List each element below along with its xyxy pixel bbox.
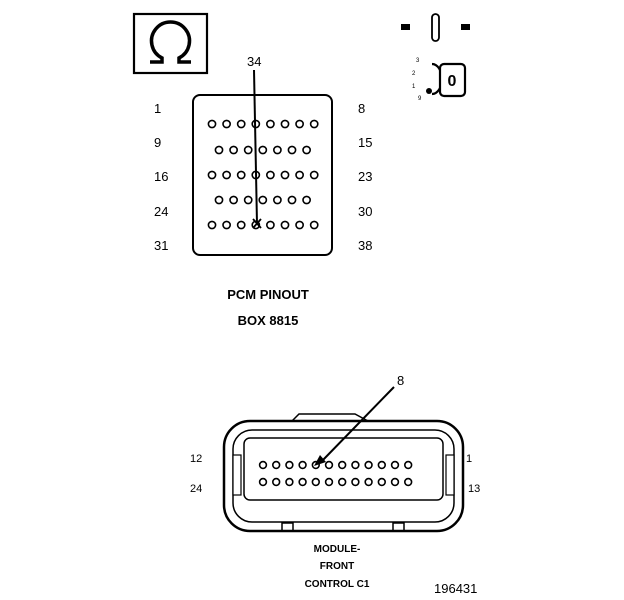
pcm-pin-29 [287, 195, 297, 205]
mfc-pin-2 [272, 460, 281, 470]
pcm-pin-35 [265, 220, 275, 230]
ignition-key-icon: 0 [431, 62, 467, 98]
pcm-pin-30 [302, 195, 311, 205]
mfc-pin-12-label: 12 [190, 453, 202, 465]
ignition-position-1: 1 [412, 84, 416, 90]
mfc-pin-20 [351, 477, 360, 487]
mfc-pin-17 [311, 477, 320, 487]
pcm-row4-left-label: 24 [154, 204, 168, 219]
pcm-pin-10 [229, 145, 238, 155]
mfc-pin-1 [258, 460, 268, 470]
pcm-pin-23 [309, 170, 319, 180]
mfc-pin-3 [285, 460, 294, 470]
ignition-switch-icon: 0 3 2 1 9 [401, 13, 470, 102]
mfc-pin-16 [298, 477, 307, 487]
pcm-pin-6 [280, 119, 290, 129]
mfc-pin-19 [338, 477, 347, 487]
mfc-pin-7 [338, 460, 347, 470]
pcm-row2-left-label: 9 [154, 135, 161, 150]
key-label: 0 [448, 73, 457, 90]
mfc-pin-4 [298, 460, 307, 470]
pcm-pin-26 [243, 195, 253, 205]
pcm-box-label: BOX 8815 [238, 313, 299, 328]
pcm-row1-right-label: 8 [358, 101, 365, 116]
pcm-row1-left-label: 1 [154, 101, 161, 116]
pcm-connector: 34 [192, 54, 333, 256]
pcm-pin-1 [207, 119, 217, 129]
pcm-pin-25 [229, 195, 238, 205]
pcm-pin-28 [272, 195, 282, 205]
mfc-title-line1: MODULE- [314, 544, 361, 555]
ignition-position-3: 3 [416, 58, 420, 64]
mfc-pin-13 [258, 477, 268, 487]
pcm-pin-32 [222, 220, 231, 230]
mfc-pin-grid [258, 460, 413, 487]
mfc-pin-24-label: 24 [190, 483, 202, 495]
mfc-pin-10 [377, 460, 386, 470]
mfc-pin-21 [364, 477, 373, 487]
pcm-row3-right-label: 23 [358, 169, 372, 184]
mfc-pin-9 [364, 460, 373, 470]
pcm-pin-21 [280, 170, 290, 180]
pcm-pin-37 [295, 220, 304, 230]
mfc-pin-12 [404, 460, 413, 470]
figure-number: 196431 [434, 581, 477, 596]
pcm-pin-8 [309, 119, 319, 129]
mfc-pin-15 [285, 477, 294, 487]
mfc-connector: 8 [222, 373, 465, 533]
mfc-pin-14 [272, 477, 281, 487]
ignition-position-9: 9 [418, 96, 422, 102]
pcm-pin-3 [236, 119, 246, 129]
pcm-title: PCM PINOUT [227, 287, 309, 302]
pcm-row3-left-label: 16 [154, 169, 168, 184]
pcm-pin-2 [222, 119, 231, 129]
pcm-pin-grid [207, 119, 319, 230]
pcm-row5-left-label: 31 [154, 238, 168, 253]
pcm-pin-22 [295, 170, 304, 180]
ignition-position-2: 2 [412, 71, 416, 77]
pcm-pin-12 [258, 145, 268, 155]
pcm-pin-9 [214, 145, 224, 155]
pcm-row5-right-label: 38 [358, 238, 372, 253]
pcm-pin-14 [287, 145, 297, 155]
mfc-title-line3: CONTROL C1 [305, 579, 370, 590]
pcm-pin-31 [207, 220, 217, 230]
mfc-pin-8 [351, 460, 360, 470]
pcm-pin-16 [207, 170, 217, 180]
mfc-pin-22 [377, 477, 386, 487]
pcm-pin-33 [236, 220, 246, 230]
pcm-callout: 34 [247, 54, 261, 69]
pcm-row4-right-label: 30 [358, 204, 372, 219]
pcm-pin-5 [265, 119, 275, 129]
mfc-title-line2: FRONT [320, 561, 354, 572]
pcm-pin-11 [243, 145, 253, 155]
pcm-pin-17 [222, 170, 231, 180]
mfc-pin-23 [390, 477, 400, 487]
mfc-pin-13-label: 13 [468, 483, 480, 495]
pcm-pin-27 [258, 195, 268, 205]
mfc-callout: 8 [397, 373, 404, 388]
pcm-pin-24 [214, 195, 224, 205]
pcm-row2-right-label: 15 [358, 135, 372, 150]
mfc-pin-18 [324, 477, 334, 487]
pcm-pin-38 [309, 220, 319, 230]
pcm-pin-18 [236, 170, 246, 180]
omega-symbol-icon [132, 12, 209, 75]
pcm-pin-36 [280, 220, 290, 230]
mfc-pin-6 [324, 460, 334, 470]
pcm-pin-15 [302, 145, 311, 155]
pcm-pin-7 [295, 119, 304, 129]
pcm-pin-20 [265, 170, 275, 180]
pcm-pin-13 [272, 145, 282, 155]
mfc-pin-24 [404, 477, 413, 487]
mfc-pin-1-label: 1 [466, 453, 472, 465]
mfc-pin-11 [390, 460, 400, 470]
